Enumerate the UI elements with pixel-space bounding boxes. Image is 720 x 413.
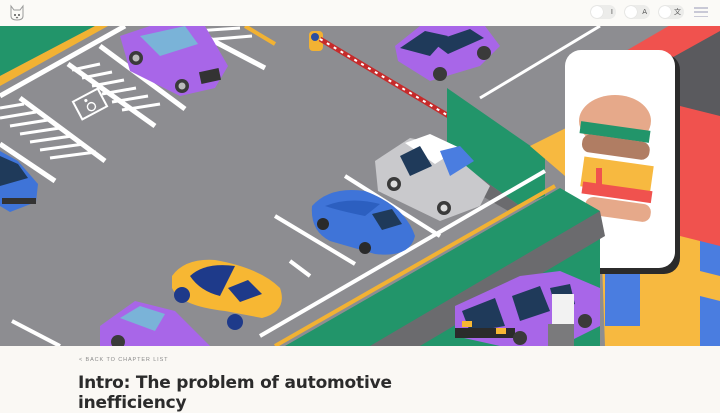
back-to-chapter-list-link[interactable]: < Back to chapter list [79, 357, 169, 363]
cat-logo-icon[interactable] [9, 4, 25, 22]
hero-illustration [0, 26, 720, 346]
article-content: < Back to chapter list Intro: The proble… [0, 346, 720, 413]
silver-sedan [375, 134, 490, 221]
font-size-icon: A [642, 7, 647, 16]
menu-line [694, 11, 708, 13]
toggle-knob [591, 6, 603, 18]
translate-toggle[interactable]: 文 [658, 5, 684, 19]
translate-icon: 文 [674, 7, 681, 16]
text-cursor-toggle[interactable]: I [590, 5, 616, 19]
purple-hatchback [395, 26, 500, 81]
purple-sedan-bottom [100, 301, 210, 346]
menu-line [694, 7, 708, 9]
blue-suv [0, 151, 38, 212]
toggle-knob [659, 6, 671, 18]
page-title: Intro: The problem of automotive ineffic… [78, 373, 392, 413]
yellow-beetle [172, 259, 282, 330]
toggle-knob [625, 6, 637, 18]
font-size-toggle[interactable]: A [624, 5, 650, 19]
top-bar: I A 文 [0, 0, 720, 26]
text-cursor-icon: I [610, 7, 613, 16]
header-controls: I A 文 [590, 5, 708, 19]
hamburger-menu-icon[interactable] [694, 7, 708, 17]
menu-line [694, 15, 708, 17]
purple-sedan [120, 26, 228, 96]
blue-sports-car [311, 190, 415, 255]
parking-lot-illustration [0, 26, 720, 346]
